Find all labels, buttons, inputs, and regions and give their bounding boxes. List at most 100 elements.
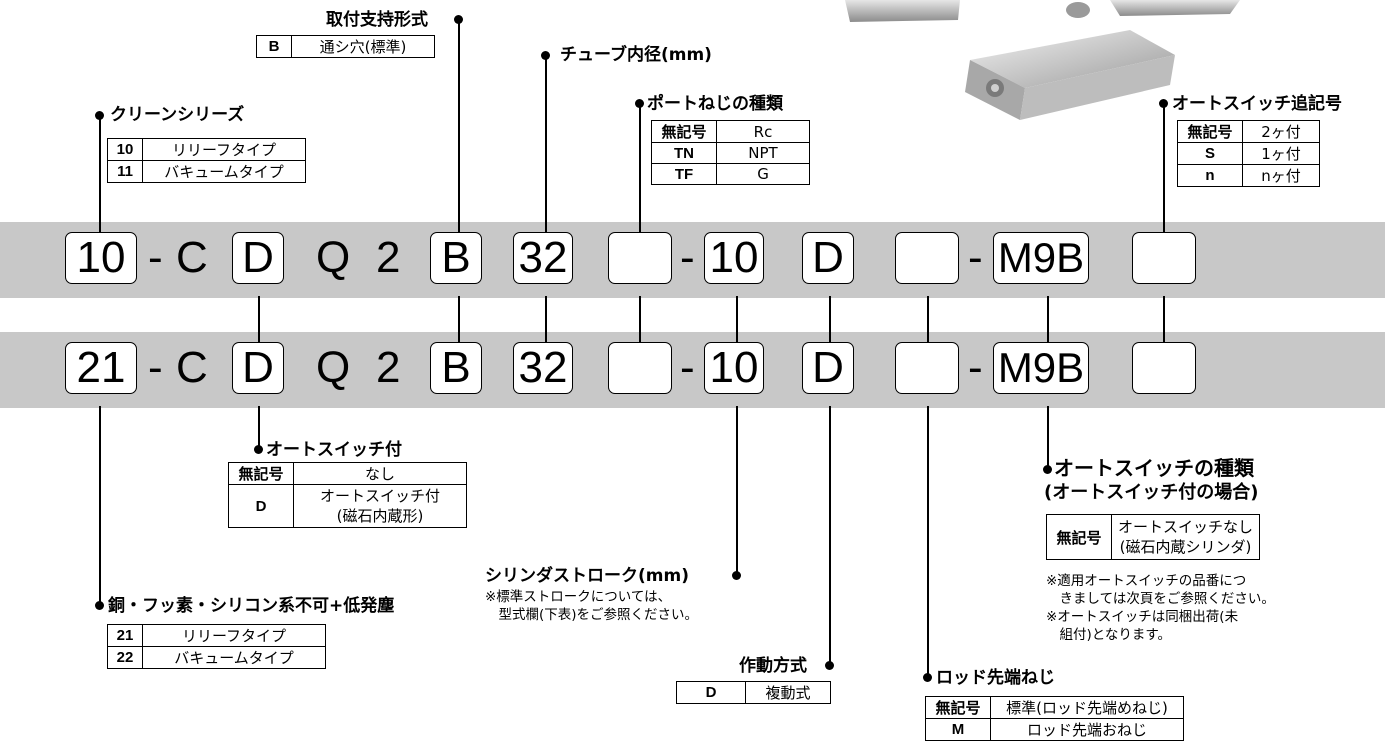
option-desc: 1ヶ付 — [1242, 142, 1320, 165]
option-desc: G — [716, 163, 810, 185]
mounting-title: 取付支持形式 — [326, 10, 428, 30]
port-thread-table: 無記号 Rc TN NPT TF G — [651, 120, 810, 185]
option-code: S — [1177, 142, 1243, 165]
option-code: D — [228, 484, 294, 528]
option-desc: NPT — [716, 142, 810, 164]
option-desc: なし — [293, 462, 467, 485]
code-switch-box: M9B — [993, 342, 1089, 394]
pointer-dot — [95, 601, 104, 610]
option-code: M — [925, 718, 991, 741]
connector-line — [829, 296, 831, 342]
option-code: n — [1177, 164, 1243, 187]
bore-title: チューブ内径(mm) — [560, 45, 712, 65]
code-letter-q: Q — [316, 343, 351, 392]
code-dash: - — [968, 233, 983, 282]
switch-count-title: オートスイッチ追記号 — [1172, 94, 1342, 114]
connector-line — [639, 104, 641, 232]
code-port-box — [608, 342, 672, 394]
note-line: ※標準ストロークについては、 — [485, 589, 672, 605]
switch-type-note: ※適用オートスイッチの品番につ きましては次頁をご参照ください。 ※オートスイッ… — [1046, 572, 1275, 644]
pointer-dot — [732, 571, 741, 580]
code-qty-box — [1132, 342, 1196, 394]
pointer-dot — [1159, 99, 1168, 108]
switch-count-table: 無記号 2ヶ付 S 1ヶ付 n nヶ付 — [1177, 120, 1320, 187]
option-code: 21 — [107, 624, 143, 647]
note-line: ※適用オートスイッチの品番につ — [1046, 573, 1247, 589]
stroke-title: シリンダストローク(mm) — [485, 566, 689, 586]
code-bore-box: 32 — [513, 232, 573, 284]
option-desc: バキュームタイプ — [142, 160, 306, 183]
option-desc: Rc — [716, 120, 810, 143]
code-mounting-box: B — [430, 232, 482, 284]
option-desc: 複動式 — [745, 681, 831, 704]
code-action-box: D — [802, 342, 854, 394]
option-code: B — [256, 35, 292, 58]
option-code: TF — [651, 163, 717, 185]
action-title: 作動方式 — [739, 656, 807, 676]
connector-line — [1163, 296, 1165, 342]
switch-type-title: オートスイッチの種類 — [1054, 456, 1254, 480]
rod-end-title: ロッド先端ねじ — [936, 668, 1055, 688]
material-table: 21 リリーフタイプ 22 バキュームタイプ — [107, 624, 326, 669]
connector-line — [545, 56, 547, 232]
code-switch-box: M9B — [993, 232, 1089, 284]
code-letter-c: C — [176, 343, 208, 392]
code-stroke-box: 10 — [704, 232, 764, 284]
clean-series-table: 10 リリーフタイプ 11 バキュームタイプ — [107, 138, 306, 183]
code-d-box: D — [232, 342, 284, 394]
connector-line — [639, 296, 641, 342]
code-prefix-box: 21 — [65, 342, 137, 394]
code-digit-2: 2 — [376, 233, 401, 282]
rod-end-table: 無記号 標準(ロッド先端めねじ) M ロッド先端おねじ — [925, 696, 1184, 741]
connector-line — [1163, 104, 1165, 232]
connector-line — [1047, 296, 1049, 342]
option-desc-line: オートスイッチ付 — [319, 487, 440, 505]
pointer-dot — [454, 15, 463, 24]
option-desc: 2ヶ付 — [1242, 120, 1320, 143]
note-line: きましては次頁をご参照ください。 — [1046, 591, 1275, 607]
connector-line — [927, 296, 929, 342]
option-code: D — [676, 681, 746, 704]
connector-line — [545, 296, 547, 342]
switch-type-table: 無記号 オートスイッチなし (磁石内蔵シリンダ) — [1046, 514, 1261, 560]
port-thread-title: ポートねじの種類 — [647, 94, 783, 114]
connector-line — [99, 406, 101, 606]
note-line: ※オートスイッチは同梱出荷(未 — [1046, 609, 1239, 625]
mounting-table: B 通シ穴(標準) — [256, 35, 435, 58]
option-desc: オートスイッチ付 (磁石内蔵形) — [293, 484, 467, 528]
pointer-dot — [825, 661, 834, 670]
code-dash: - — [968, 343, 983, 392]
option-desc-line: オートスイッチなし — [1118, 518, 1254, 536]
option-desc: 通シ穴(標準) — [291, 35, 435, 58]
option-desc: リリーフタイプ — [142, 138, 306, 161]
note-line: 型式欄(下表)をご参照ください。 — [485, 607, 699, 623]
pointer-dot — [635, 99, 644, 108]
connector-line — [927, 406, 929, 678]
connector-line — [258, 406, 260, 450]
code-mounting-box: B — [430, 342, 482, 394]
action-table: D 複動式 — [676, 681, 831, 704]
code-action-box: D — [802, 232, 854, 284]
connector-line — [736, 296, 738, 342]
pointer-dot — [923, 673, 932, 682]
option-code: 10 — [107, 138, 143, 161]
code-prefix-box: 10 — [65, 232, 137, 284]
material-title: 銅・フッ素・シリコン系不可+低発塵 — [108, 596, 395, 616]
switch-type-subtitle: (オートスイッチ付の場合) — [1044, 482, 1259, 503]
code-d-box: D — [232, 232, 284, 284]
option-desc: nヶ付 — [1242, 164, 1320, 187]
with-switch-title: オートスイッチ付 — [266, 440, 402, 460]
code-letter-c: C — [176, 233, 208, 282]
option-code: 無記号 — [925, 696, 991, 719]
stroke-note: ※標準ストロークについては、 型式欄(下表)をご参照ください。 — [485, 588, 698, 624]
clean-series-title: クリーンシリーズ — [110, 105, 245, 125]
option-desc: 標準(ロッド先端めねじ) — [990, 696, 1184, 719]
option-desc: オートスイッチなし (磁石内蔵シリンダ) — [1110, 514, 1261, 560]
pointer-dot — [95, 111, 104, 120]
option-code: 22 — [107, 646, 143, 669]
code-dash: - — [680, 233, 695, 282]
option-desc: リリーフタイプ — [142, 624, 326, 647]
option-code: 11 — [107, 160, 143, 183]
note-line: 組付)となります。 — [1046, 627, 1172, 643]
code-letter-q: Q — [316, 233, 351, 282]
